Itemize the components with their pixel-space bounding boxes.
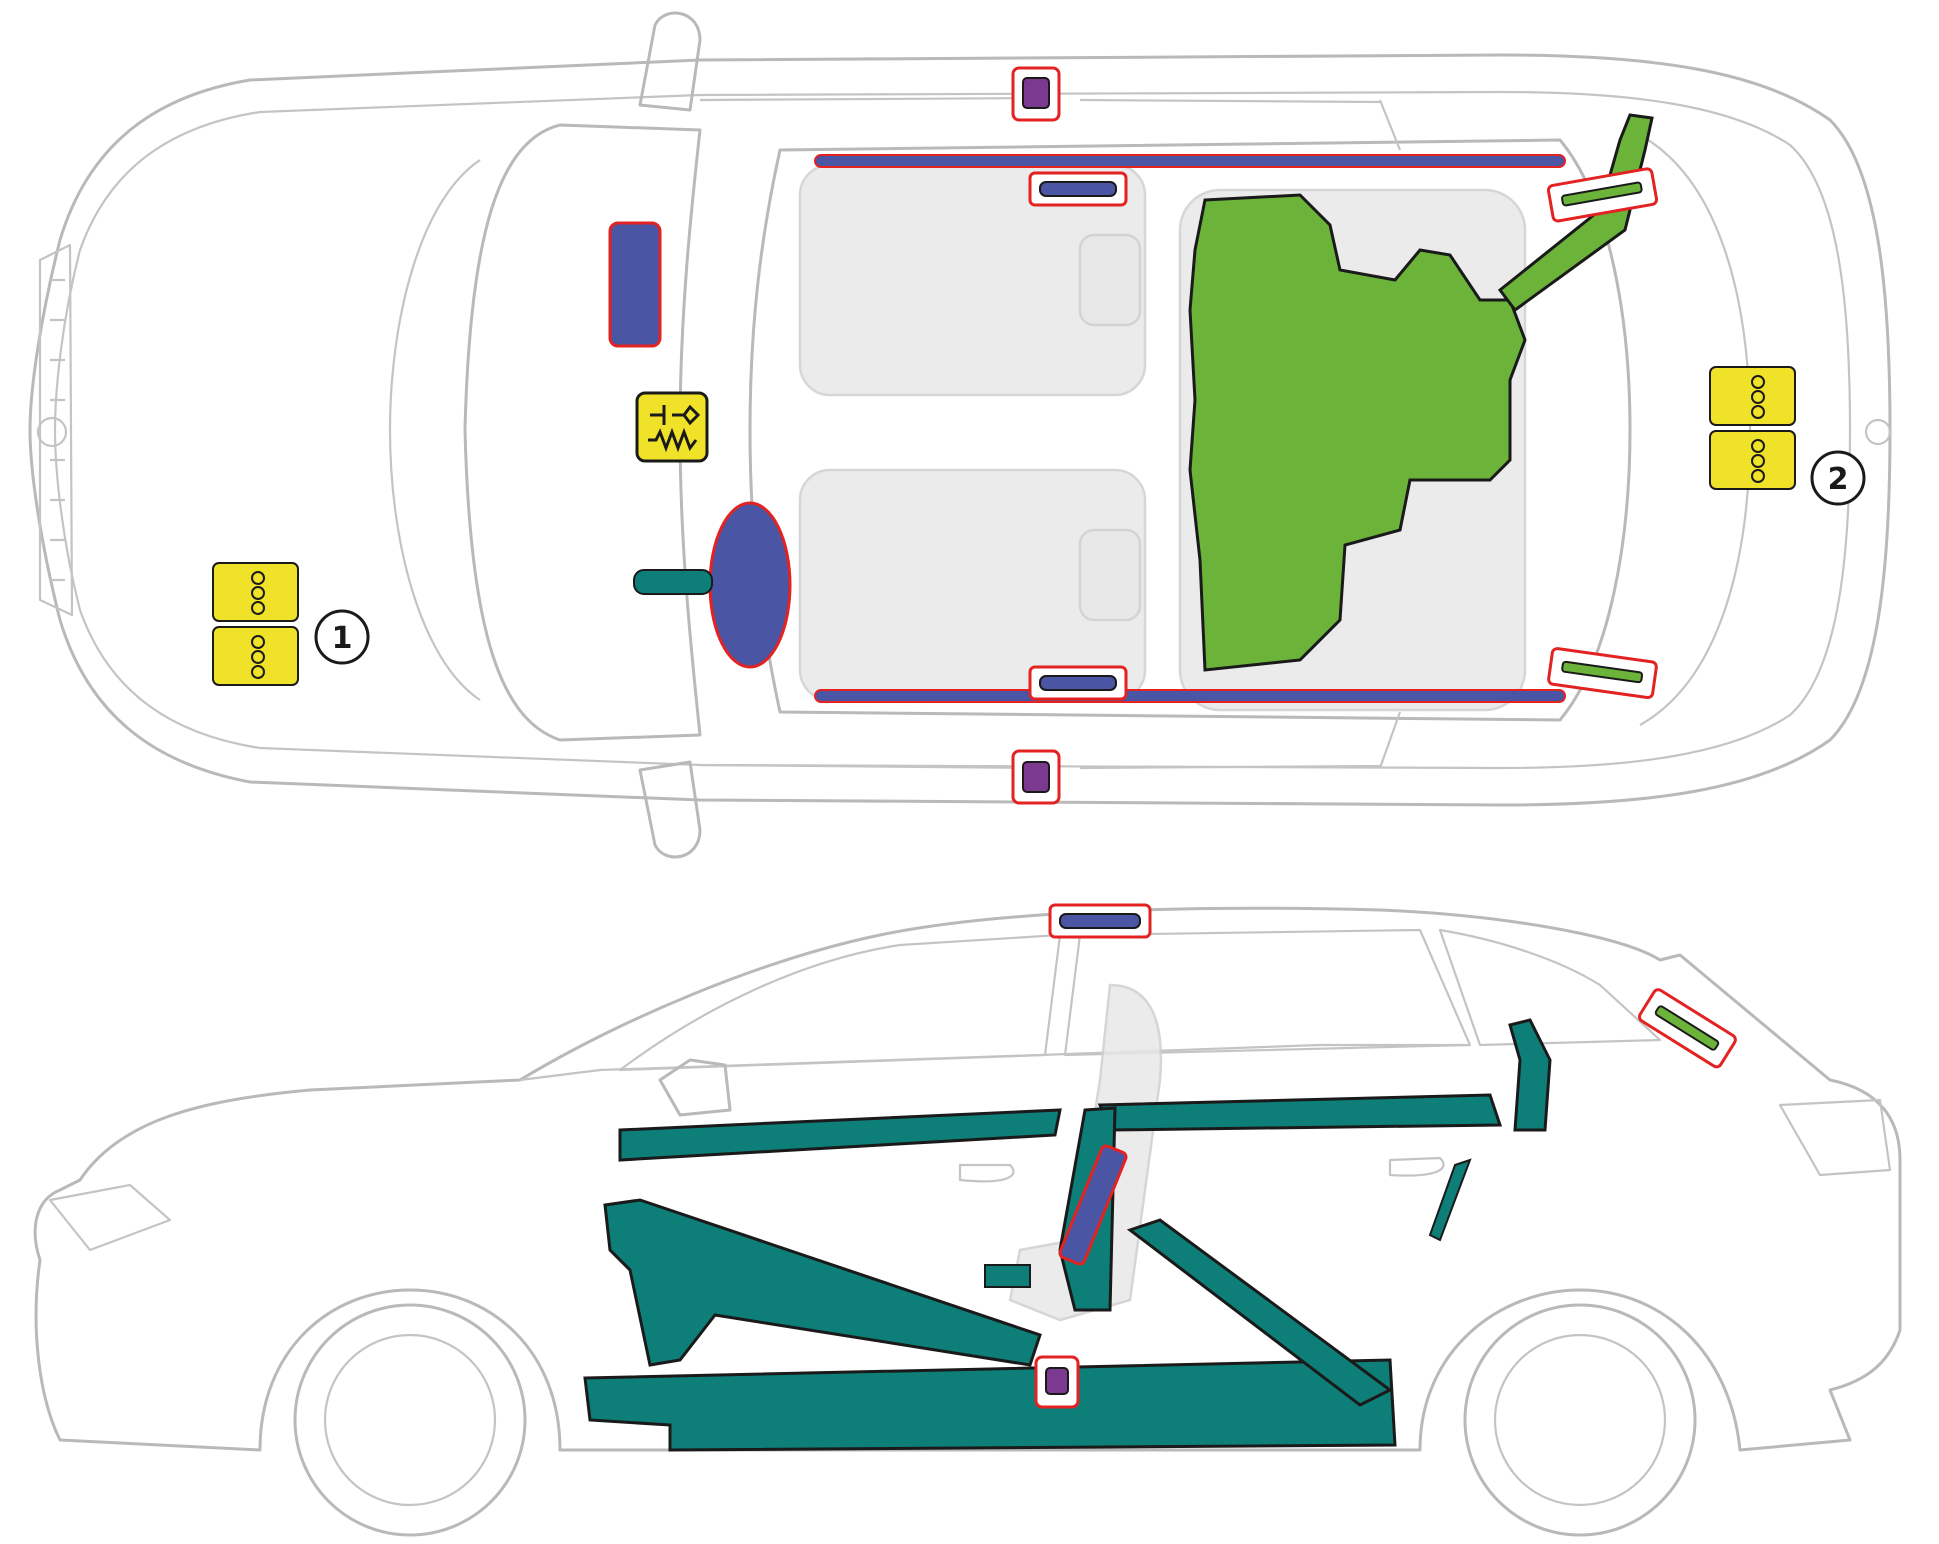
steering-column bbox=[633, 569, 713, 595]
seatbelt-tensioner-icon bbox=[1561, 181, 1643, 207]
taillight bbox=[1778, 1098, 1892, 1177]
door-beam-upper bbox=[618, 1108, 1062, 1162]
marker-2-label: 2 bbox=[1828, 462, 1849, 497]
front-grille bbox=[38, 243, 74, 617]
front-wheel bbox=[293, 1303, 527, 1537]
top-inner-outline bbox=[53, 90, 1852, 770]
airbag-icon bbox=[1058, 1144, 1128, 1266]
marker-1-label: 1 bbox=[332, 621, 353, 656]
door-lines bbox=[699, 96, 1402, 770]
headrest-right bbox=[1078, 528, 1142, 622]
headrest-left bbox=[1078, 233, 1142, 327]
gas-generator-icon bbox=[1039, 181, 1117, 197]
door-beam-rear bbox=[1097, 1093, 1503, 1132]
curtain-airbag-left bbox=[814, 154, 1566, 168]
marker-1: 1 bbox=[314, 609, 370, 665]
front-badge bbox=[36, 416, 68, 448]
left-mirror bbox=[638, 11, 702, 112]
seatbelt-tensioner-icon bbox=[1654, 1005, 1720, 1051]
battery-label-icon bbox=[212, 562, 299, 686]
top-body-outline bbox=[28, 53, 1892, 807]
right-mirror bbox=[638, 760, 702, 859]
side-belt-line bbox=[519, 1043, 1470, 1082]
car-top-view: 1 2 bbox=[28, 11, 1892, 859]
side-body-outline bbox=[33, 906, 1902, 1452]
side-mirror bbox=[658, 1058, 732, 1117]
airbag-icon bbox=[608, 221, 662, 348]
hood-line bbox=[388, 159, 481, 701]
seatbelt-tensioner-icon bbox=[1561, 660, 1644, 684]
rear-door-strip bbox=[1428, 1158, 1472, 1242]
c-pillar-reinforcement bbox=[1508, 1018, 1552, 1132]
gas-generator-icon bbox=[1045, 1367, 1069, 1395]
curtain-airbag-right bbox=[814, 689, 1566, 703]
roof bbox=[748, 138, 1632, 722]
headlight bbox=[48, 1183, 172, 1252]
rear-door-handle bbox=[1388, 1156, 1445, 1177]
rear-rim bbox=[1493, 1333, 1667, 1507]
small-reinforcement bbox=[984, 1264, 1031, 1288]
a-pillar-reinforcement bbox=[603, 1198, 1042, 1367]
marker-2: 2 bbox=[1810, 450, 1866, 506]
front-rim bbox=[323, 1333, 497, 1507]
diagonal-reinforcement bbox=[1126, 1218, 1393, 1407]
car-side-view bbox=[33, 903, 1902, 1537]
gas-generator-icon bbox=[1039, 675, 1117, 691]
green-component bbox=[1188, 193, 1527, 672]
rear-wheel bbox=[1463, 1303, 1697, 1537]
side-windows bbox=[618, 928, 1662, 1072]
windshield bbox=[463, 123, 702, 742]
airbag-icon bbox=[708, 501, 792, 669]
battery-label-icon bbox=[1709, 366, 1796, 490]
front-seats bbox=[798, 163, 1147, 702]
gas-generator-icon bbox=[1059, 913, 1141, 929]
sill-reinforcement bbox=[583, 1358, 1397, 1452]
gas-generator-icon bbox=[1022, 761, 1050, 793]
gas-generator-icon bbox=[1022, 77, 1050, 109]
rear-badge bbox=[1864, 418, 1892, 446]
front-door-handle bbox=[958, 1163, 1015, 1183]
hv-component-icon bbox=[635, 391, 709, 463]
